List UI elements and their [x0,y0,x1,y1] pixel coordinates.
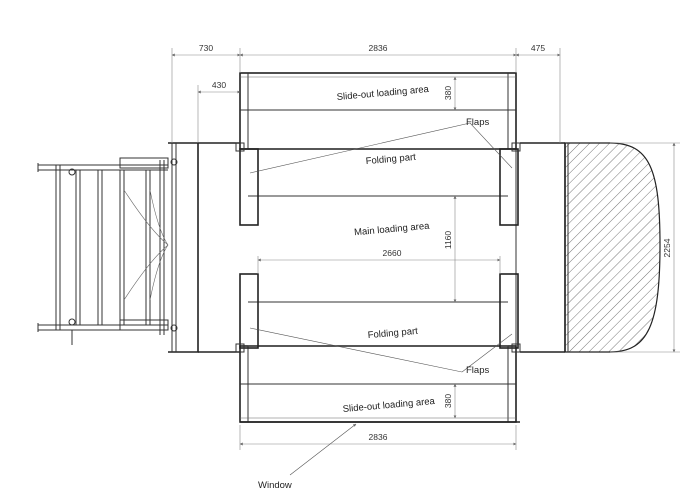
folding-part-bottom [248,301,508,347]
label-flaps-top: Flaps [466,117,489,128]
dim-2254: 2254 [662,238,672,257]
dim-430: 430 [212,80,226,90]
label-main-area: Main loading area [354,221,431,239]
dim-1160: 1160 [443,231,453,250]
dim-730: 730 [199,43,213,53]
leader-lines [249,122,513,476]
flaps [235,142,521,353]
label-flaps-bottom: Flaps [466,365,489,376]
label-window: Window [258,480,292,491]
dim-380-top: 380 [443,86,453,100]
dim-2660: 2660 [383,248,402,258]
folding-part-top [248,148,508,197]
label-slideout-bottom: Slide-out loading area [342,396,436,415]
label-slideout-top: Slide-out loading area [336,84,430,103]
dim-2836-top: 2836 [369,43,388,53]
label-folding-bottom: Folding part [367,326,418,341]
dim-2836-bottom: 2836 [369,432,388,442]
cab-area [564,142,661,353]
slideout-top [239,72,517,150]
label-folding-top: Folding part [365,152,416,167]
tail-lift [37,157,178,345]
dim-380-bottom: 380 [443,394,453,408]
dimension-lines [171,48,680,450]
main-body-outline [168,142,566,353]
dim-475: 475 [531,43,545,53]
